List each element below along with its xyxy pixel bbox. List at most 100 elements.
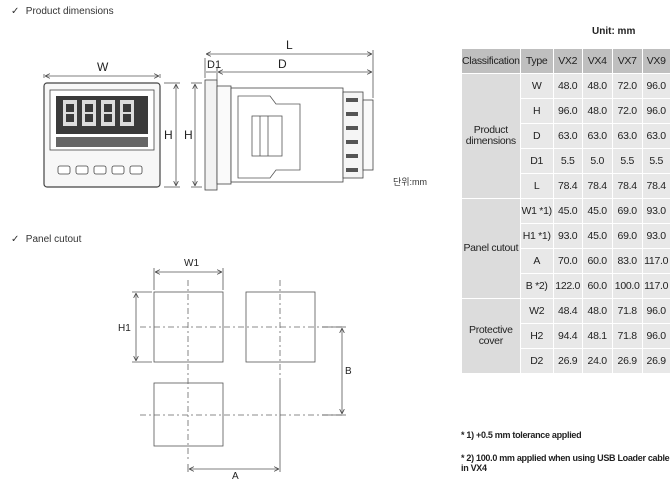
front-view [43,82,161,188]
value-cell: 63.0 [611,123,643,149]
group-label: Panel cutout [461,198,521,299]
spec-table: Classification Type VX2 VX4 VX7 VX9 Prod… [461,48,671,374]
value-cell: 96.0 [641,73,671,99]
value-cell: 93.0 [552,223,583,249]
value-cell: 45.0 [581,223,613,249]
type-cell: H2 [519,323,554,349]
value-cell: 48.0 [581,73,613,99]
value-cell: 5.5 [641,148,671,174]
table-note-1: * 1) +0.5 mm tolerance applied [461,430,582,440]
header-type: Type [519,48,554,74]
header-classification: Classification [461,48,521,74]
label-d1: D1 [207,59,221,71]
value-cell: 26.9 [552,348,583,374]
type-cell: L [519,173,554,199]
table-header-row: Classification Type VX2 VX4 VX7 VX9 [461,48,671,74]
panel-cutout-heading-text: Panel cutout [25,234,82,245]
value-cell: 117.0 [641,273,671,299]
value-cell: 69.0 [611,223,643,249]
value-cell: 45.0 [581,198,613,224]
drawing-unit-note: 단위:mm [393,177,428,187]
header-vx7: VX7 [611,48,643,74]
value-cell: 71.8 [611,298,643,324]
table-note-2: * 2) 100.0 mm applied when using USB Loa… [461,453,670,473]
value-cell: 78.4 [552,173,583,199]
value-cell: 96.0 [641,298,671,324]
label-b: B [345,366,352,377]
value-cell: 78.4 [581,173,613,199]
label-d: D [278,57,287,71]
value-cell: 24.0 [581,348,613,374]
value-cell: 70.0 [552,248,583,274]
group-label: Protective cover [461,298,521,374]
value-cell: 48.0 [581,98,613,124]
type-cell: B *2) [519,273,554,299]
value-cell: 63.0 [641,123,671,149]
value-cell: 5.0 [581,148,613,174]
check-icon: ✓ [11,6,20,17]
value-cell: 63.0 [552,123,583,149]
panel-cutout-drawing: W1 H1 A B [118,258,352,482]
value-cell: 48.0 [581,298,613,324]
value-cell: 45.0 [552,198,583,224]
header-vx4: VX4 [581,48,613,74]
label-h-front: H [164,128,173,142]
value-cell: 96.0 [641,323,671,349]
table-unit: Unit: mm [592,26,636,37]
side-view [191,79,374,191]
type-cell: W2 [519,298,554,324]
value-cell: 71.8 [611,323,643,349]
value-cell: 94.4 [552,323,583,349]
value-cell: 72.0 [611,98,643,124]
type-cell: W [519,73,554,99]
value-cell: 63.0 [581,123,613,149]
type-cell: D2 [519,348,554,374]
value-cell: 60.0 [581,273,613,299]
value-cell: 48.0 [552,73,583,99]
label-h-side: H [184,128,193,142]
value-cell: 117.0 [641,248,671,274]
value-cell: 100.0 [611,273,643,299]
value-cell: 96.0 [641,98,671,124]
label-w: W [97,60,109,74]
value-cell: 5.5 [552,148,583,174]
type-cell: H [519,98,554,124]
type-cell: A [519,248,554,274]
product-dimensions-heading-text: Product dimensions [25,6,114,17]
value-cell: 26.9 [611,348,643,374]
group-label: Product dimensions [461,73,521,199]
header-vx9: VX9 [641,48,671,74]
product-dimension-drawing: W H H L D1 D [43,38,374,191]
type-cell: D [519,123,554,149]
label-w1: W1 [184,258,199,269]
value-cell: 83.0 [611,248,643,274]
label-a: A [232,471,239,482]
value-cell: 93.0 [641,198,671,224]
label-h1: H1 [118,323,131,334]
value-cell: 69.0 [611,198,643,224]
label-l: L [286,38,293,52]
value-cell: 26.9 [641,348,671,374]
product-dimensions-heading: ✓ Product dimensions [11,6,114,17]
value-cell: 48.4 [552,298,583,324]
value-cell: 48.1 [581,323,613,349]
check-icon: ✓ [11,234,20,245]
value-cell: 96.0 [552,98,583,124]
type-cell: H1 *1) [519,223,554,249]
value-cell: 93.0 [641,223,671,249]
value-cell: 5.5 [611,148,643,174]
panel-cutout-heading: ✓ Panel cutout [11,234,81,245]
value-cell: 72.0 [611,73,643,99]
value-cell: 60.0 [581,248,613,274]
value-cell: 78.4 [611,173,643,199]
